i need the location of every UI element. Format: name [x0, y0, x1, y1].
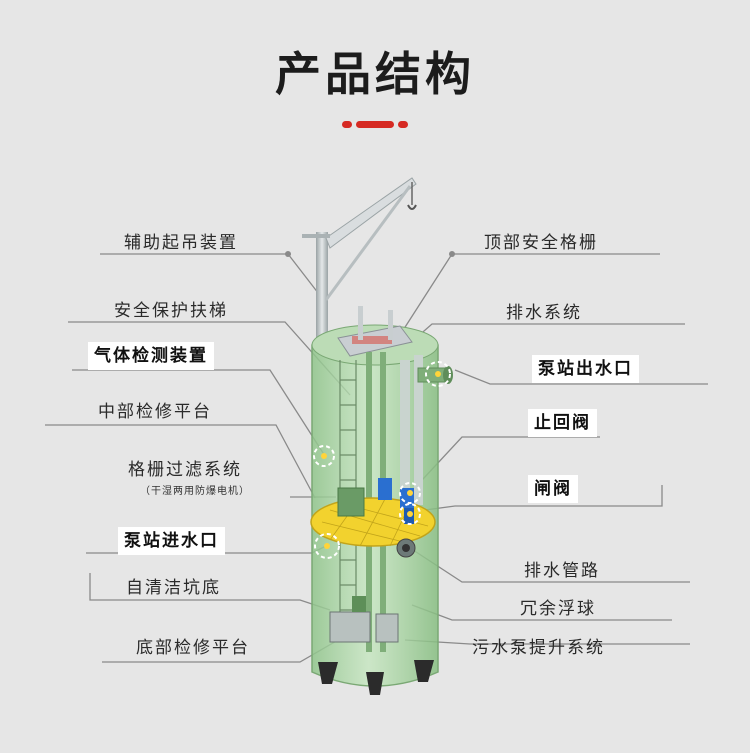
leader-outlet — [454, 369, 708, 385]
label-mid-platform: 中部检修平台 — [98, 402, 212, 422]
page-title: 产品结构 — [275, 47, 475, 101]
markers — [313, 361, 451, 559]
leader-gas — [72, 369, 326, 457]
pumps — [329, 611, 371, 643]
grille-filter — [337, 487, 365, 517]
label-drain-pipe: 排水管路 — [524, 561, 600, 581]
label-outlet: 泵站出水口 — [532, 355, 639, 383]
label-aux-hoist: 辅助起吊装置 — [124, 233, 238, 253]
label-grille-filter-sub: （干湿两用防爆电机） — [140, 486, 250, 497]
label-bottom-platform: 底部检修平台 — [136, 638, 250, 658]
label-drainage: 排水系统 — [506, 303, 582, 323]
title-bar-dot-right — [398, 121, 408, 128]
label-pump-system: 污水泵提升系统 — [472, 638, 605, 658]
title-bar-dot-left — [342, 121, 352, 128]
title-bar-center — [356, 121, 394, 128]
leader-drainage — [407, 323, 685, 346]
label-check-valve: 止回阀 — [528, 409, 597, 437]
check-valve — [378, 478, 392, 500]
label-gate-valve: 闸阀 — [528, 475, 578, 503]
label-self-clean: 自清洁坑底 — [126, 578, 221, 598]
label-float-ball: 冗余浮球 — [520, 599, 596, 619]
label-top-grille: 顶部安全格栅 — [484, 233, 598, 253]
leader-mid-platform — [45, 424, 316, 499]
label-gas-detect: 气体检测装置 — [88, 342, 214, 370]
label-grille-filter: 格栅过滤系统 — [128, 460, 242, 480]
marker-dots — [321, 371, 441, 549]
label-ladder: 安全保护扶梯 — [114, 301, 228, 321]
leader-aux-hoist — [100, 253, 323, 299]
tank — [310, 306, 453, 695]
hoist-crane — [302, 177, 417, 340]
label-inlet: 泵站进水口 — [118, 527, 225, 555]
